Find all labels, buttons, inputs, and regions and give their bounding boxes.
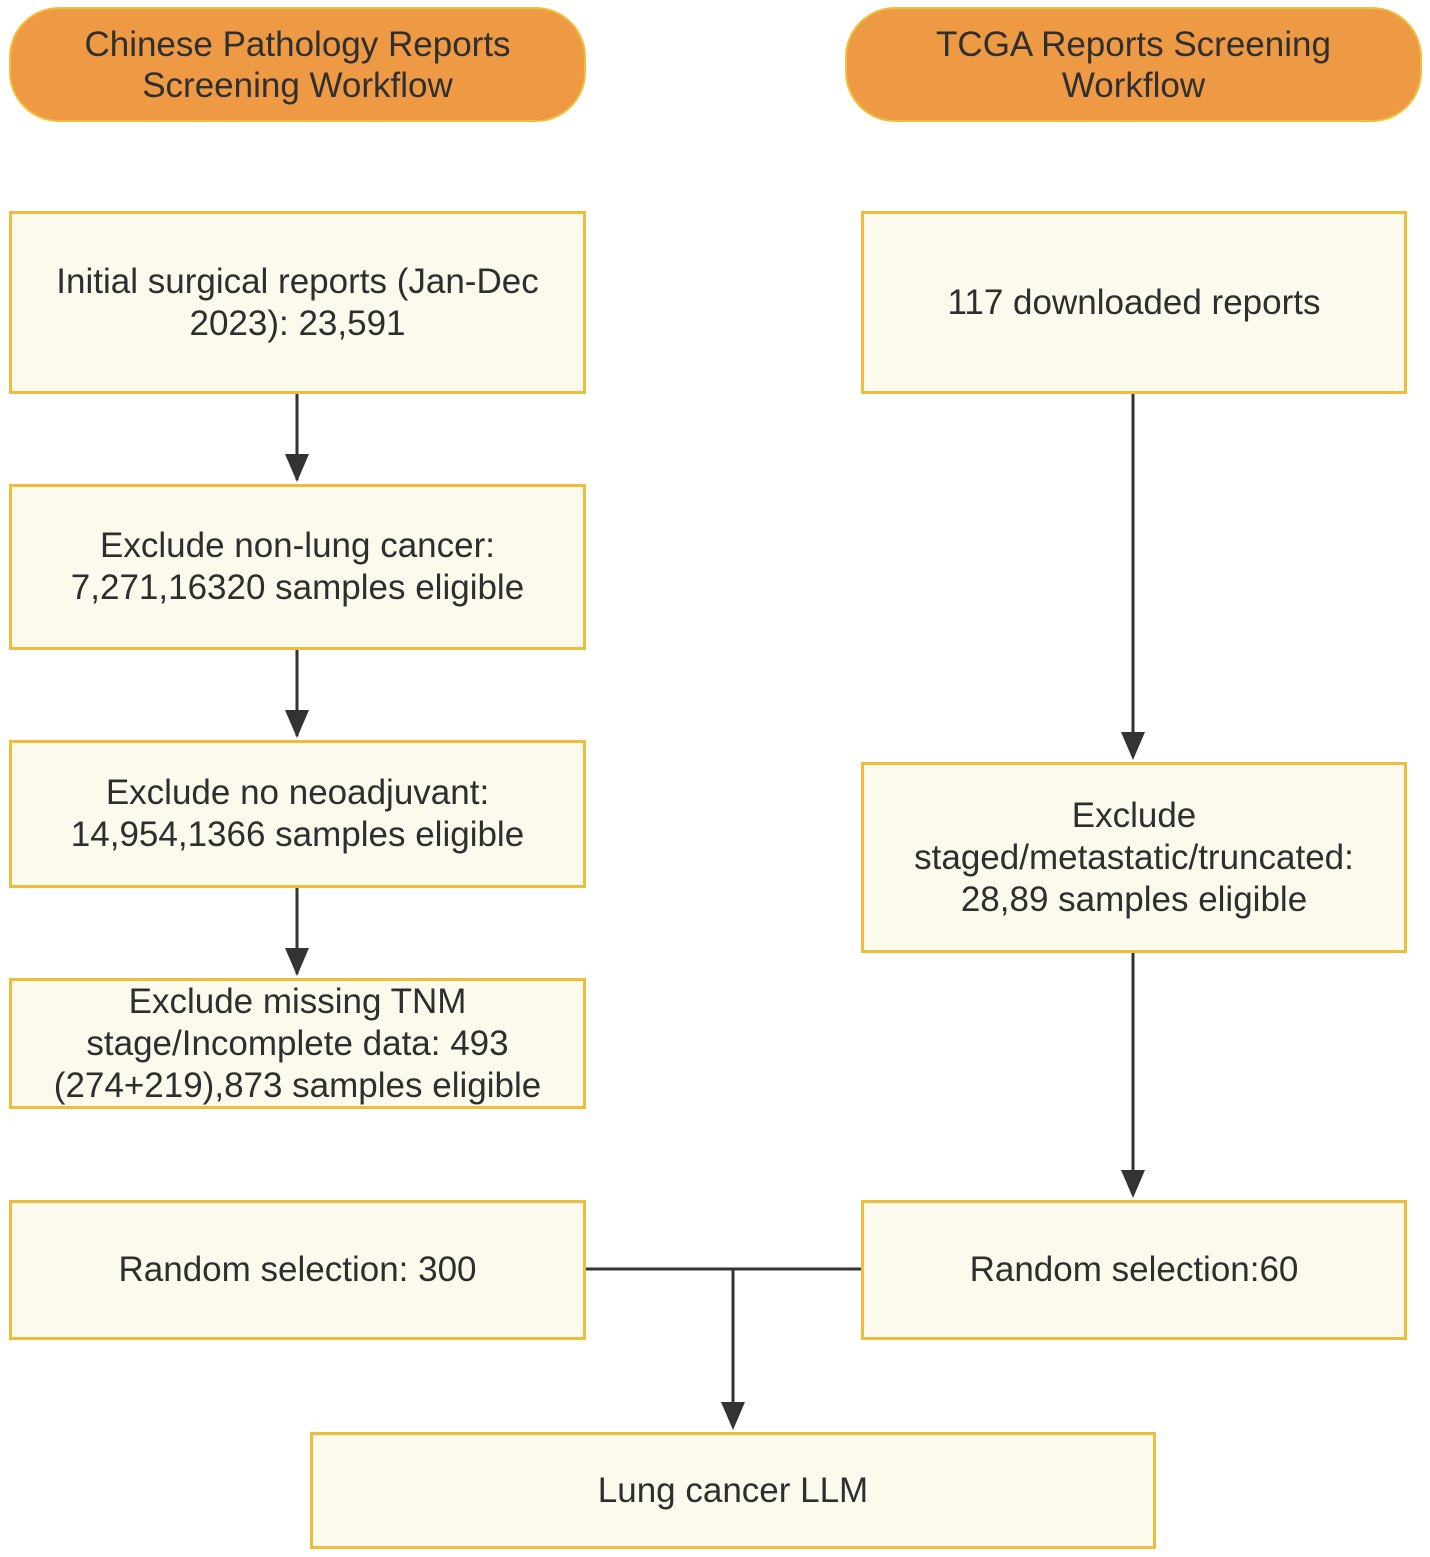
header-chinese-workflow: Chinese Pathology Reports Screening Work… [9,7,586,122]
header-tcga-workflow: TCGA Reports Screening Workflow [845,7,1422,122]
box-lung-cancer-llm: Lung cancer LLM [310,1432,1156,1549]
box-exclude-staged-text: Exclude staged/metastatic/truncated: 28,… [914,795,1354,919]
box-random-selection-right: Random selection:60 [861,1200,1407,1340]
box-initial-reports: Initial surgical reports (Jan-Dec 2023):… [9,211,586,394]
box-downloaded-reports: 117 downloaded reports [861,211,1407,394]
box-lung-cancer-llm-text: Lung cancer LLM [597,1470,869,1510]
box-random-selection-right-text: Random selection:60 [969,1250,1299,1289]
box-exclude-missing-tnm-text: Exclude missing TNM stage/Incomplete dat… [53,981,542,1105]
box-exclude-no-neoadjuvant-text: Exclude no neoadjuvant: 14,954,1366 samp… [70,773,525,854]
box-random-selection-left: Random selection: 300 [9,1200,586,1340]
box-exclude-staged: Exclude staged/metastatic/truncated: 28,… [861,762,1407,953]
arrowhead-5 [1121,1170,1145,1198]
box-random-selection-left-text: Random selection: 300 [118,1250,477,1289]
header-chinese-workflow-text: Chinese Pathology Reports Screening Work… [84,24,511,105]
arrowhead-2 [285,710,309,738]
arrowhead-4 [1121,732,1145,760]
box-exclude-non-lung-text: Exclude non-lung cancer: 7,271,16320 sam… [70,526,525,607]
arrowhead-6 [721,1402,745,1430]
box-exclude-missing-tnm: Exclude missing TNM stage/Incomplete dat… [9,978,586,1109]
box-exclude-no-neoadjuvant: Exclude no neoadjuvant: 14,954,1366 samp… [9,740,586,888]
box-exclude-non-lung: Exclude non-lung cancer: 7,271,16320 sam… [9,484,586,650]
arrowhead-3 [285,948,309,976]
box-downloaded-reports-text: 117 downloaded reports [947,282,1321,322]
arrowhead-1 [285,454,309,482]
header-tcga-workflow-text: TCGA Reports Screening Workflow [936,24,1331,105]
box-initial-reports-text: Initial surgical reports (Jan-Dec 2023):… [56,261,539,343]
